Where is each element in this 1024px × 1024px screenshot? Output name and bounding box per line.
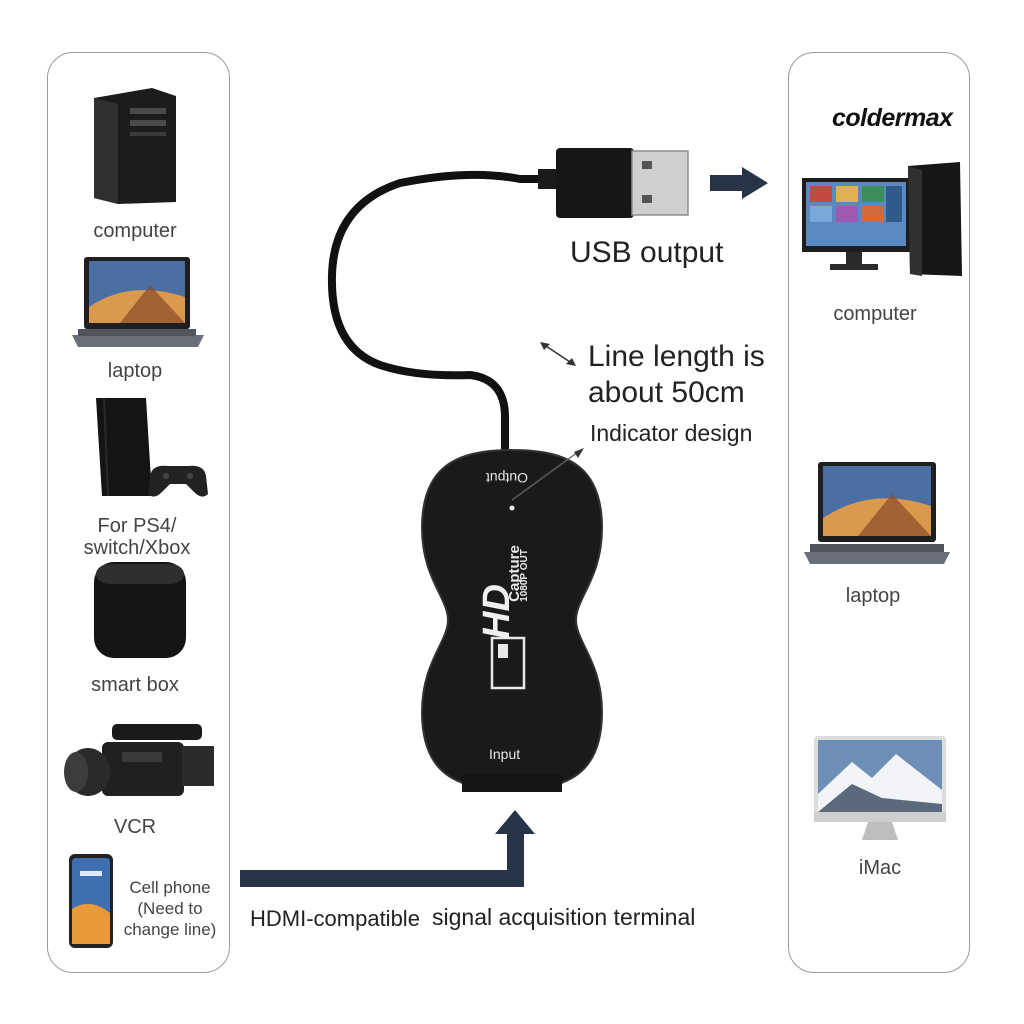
laptop-icon	[72, 257, 204, 347]
usb-plug-body	[556, 148, 634, 218]
hdmi-label: HDMI-compatible	[250, 906, 420, 931]
output-port-label: Output	[486, 470, 529, 486]
left-label-vcr: VCR	[113, 816, 157, 838]
left-label-console: For PS4/ switch/Xbox	[62, 515, 212, 559]
usb-output-label: USB output	[570, 236, 724, 269]
spec-logo-text: 1080P OUT	[518, 549, 530, 602]
indicator-design-label: Indicator design	[590, 420, 753, 446]
brand-logo: coldermax	[832, 104, 953, 132]
right-label-laptop: laptop	[845, 585, 901, 607]
left-label-laptop: laptop	[107, 360, 163, 382]
usb-plug-metal	[631, 150, 689, 216]
right-label-computer: computer	[833, 303, 917, 325]
desktop-tower-icon	[94, 88, 176, 204]
smartphone-icon	[69, 854, 113, 948]
indicator-pointer	[511, 448, 584, 501]
left-label-phone: Cell phone (Need to change line)	[118, 877, 222, 940]
left-label-computer: computer	[93, 220, 177, 242]
left-label-smartbox: smart box	[91, 674, 179, 696]
usb-cable	[327, 148, 689, 452]
smart-box-icon	[94, 562, 186, 658]
source-devices-panel	[47, 52, 230, 973]
line-length-label-2: about 50cm	[588, 376, 745, 409]
imac-icon	[814, 736, 946, 840]
game-console-icon	[96, 397, 208, 497]
input-arrow	[240, 810, 535, 887]
input-port-label: Input	[489, 746, 521, 762]
camcorder-icon	[64, 724, 214, 796]
left-label-phone-text: Cell phone (Need to change line)	[123, 878, 217, 939]
left-label-console-text: For PS4/ switch/Xbox	[83, 515, 191, 559]
laptop-icon	[804, 462, 950, 564]
desktop-computer-icon	[802, 162, 962, 276]
capture-device	[420, 448, 604, 792]
signal-terminal-label: signal acquisition terminal	[432, 904, 696, 930]
double-arrow-icon	[540, 342, 576, 366]
arrow-right-icon	[710, 167, 768, 199]
right-label-imac: iMac	[858, 857, 902, 879]
indicator-led	[509, 505, 515, 511]
line-length-label-1: Line length is	[588, 340, 765, 373]
